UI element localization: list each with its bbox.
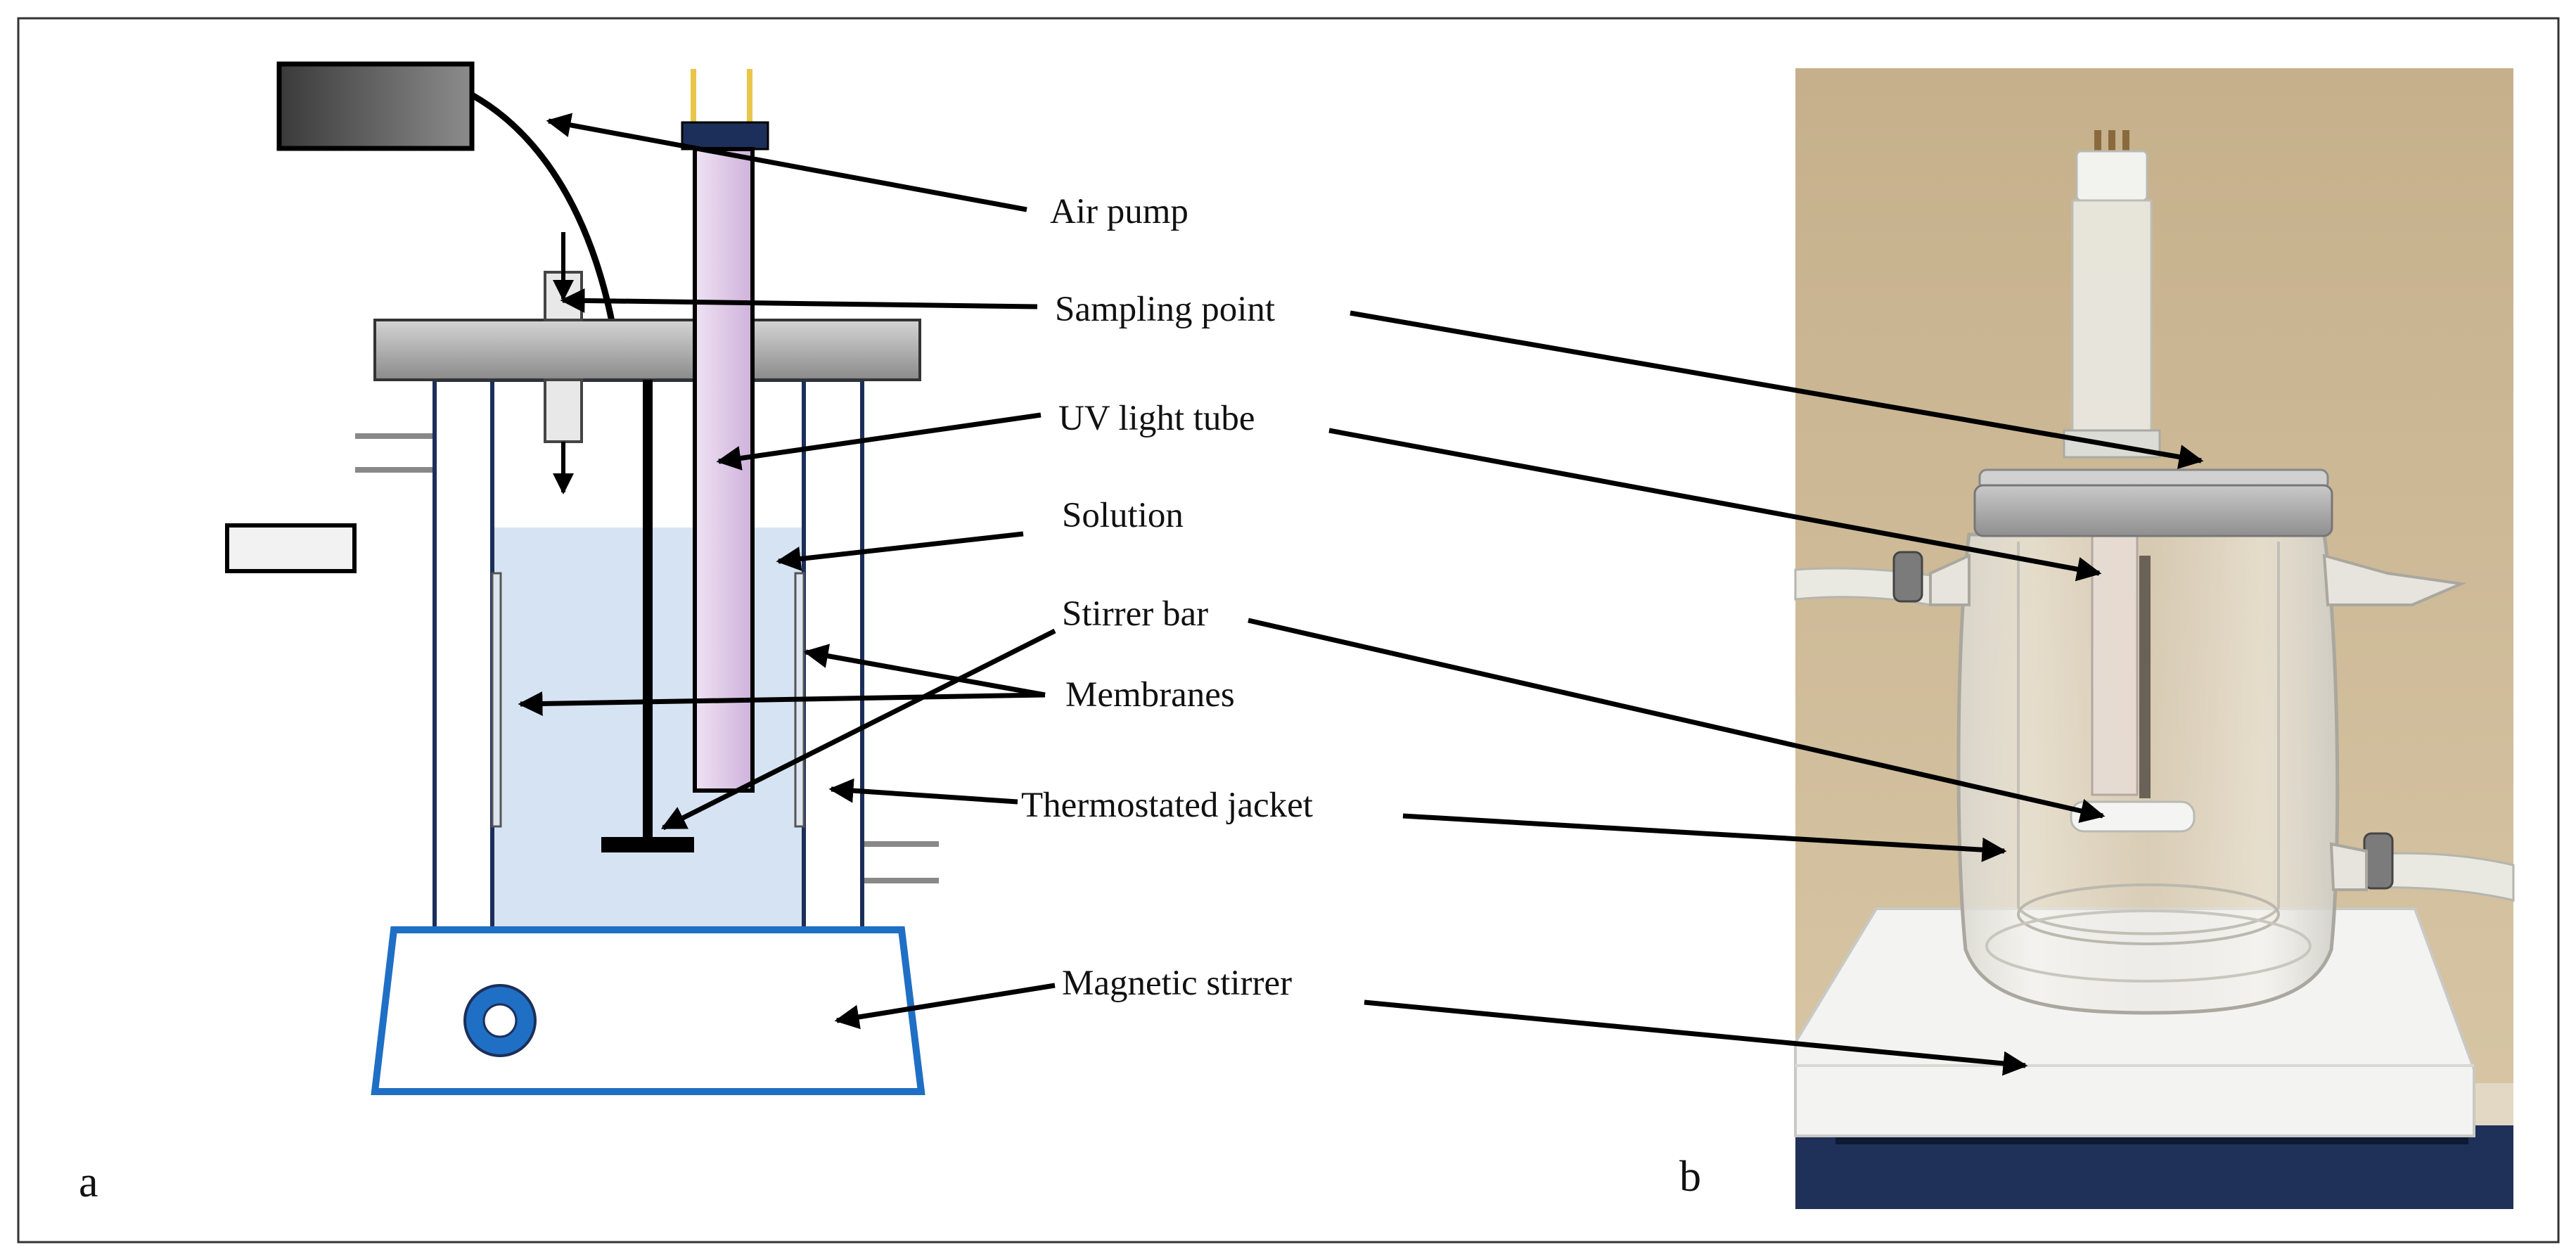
- membrane-left: [491, 572, 502, 828]
- uv-light-tube: [693, 147, 755, 793]
- photo-lamp-cap: [2075, 150, 2148, 202]
- panel-label-a: a: [79, 1158, 98, 1206]
- hose-right: [2362, 852, 2515, 902]
- photo-lamp-pin: [2108, 130, 2115, 155]
- arrow-photo-jacket: [1402, 813, 2007, 862]
- arrow-uv-tube: [716, 412, 1042, 471]
- arrow-solution: [776, 531, 1024, 571]
- photo-panel: [1248, 68, 2515, 1209]
- photo-lamp-sleeve: [2071, 199, 2153, 434]
- sampling-port-lower: [544, 378, 583, 443]
- arrow-jacket: [828, 778, 1018, 805]
- photo-stirrer-shaft: [2139, 556, 2151, 798]
- photo-stirrer-bar: [2070, 800, 2196, 833]
- stirrer-shaft: [643, 380, 653, 841]
- label-sampling-point: Sampling point: [1055, 290, 1276, 329]
- uv-lamp-cap: [681, 121, 769, 151]
- magnetic-stirrer: [371, 926, 925, 1095]
- stirrer-knob-center: [482, 1003, 518, 1038]
- hose-clamp: [2363, 832, 2394, 890]
- arrow-photo-stirrer-bar: [1248, 618, 2106, 824]
- panel-label-b: b: [1679, 1153, 1701, 1201]
- label-uv-light-tube: UV light tube: [1058, 399, 1255, 438]
- stirrer-bar: [601, 837, 694, 852]
- arrow-membrane-left: [518, 691, 1046, 716]
- hose-clamp: [1892, 551, 1923, 603]
- glass-nozzle-lower: [2329, 842, 2368, 891]
- arrow-stirrer-bar: [660, 628, 1056, 831]
- photo-lid: [1973, 484, 2333, 537]
- arrow-photo-magnetic-stirrer: [1364, 999, 2028, 1076]
- photo-lamp-pin: [2094, 130, 2101, 155]
- reactor-lid: [373, 319, 921, 381]
- arrow-photo-sampling-point: [1350, 310, 2204, 469]
- schematic-panel: [225, 61, 1056, 1095]
- air-pump-box: [276, 61, 475, 151]
- label-magnetic-stirrer: Magnetic stirrer: [1062, 964, 1293, 1003]
- label-thermostated-jacket: Thermostated jacket: [1021, 786, 1313, 825]
- photo-lamp-pin: [2122, 130, 2129, 155]
- glass-bottom: [2017, 883, 2280, 945]
- label-stirrer-bar: Stirrer bar: [1062, 594, 1209, 634]
- label-solution: Solution: [1062, 496, 1184, 535]
- glass-nozzle-right: [2322, 554, 2467, 606]
- arrow-membrane-right: [803, 644, 1046, 698]
- side-plate: [225, 523, 357, 573]
- arrow-photo-uv-tube: [1328, 428, 2102, 582]
- inner-glass-wall: [2017, 542, 2280, 935]
- arrow-sampling-point: [560, 288, 1038, 313]
- arrow-magnetic-stirrer: [834, 983, 1056, 1030]
- glass-bottom: [1985, 909, 2312, 983]
- glass-nozzle-left: [1929, 553, 1971, 606]
- label-membranes: Membranes: [1065, 675, 1235, 715]
- arrow-air-pump: [546, 113, 1027, 212]
- label-air-pump: Air pump: [1050, 192, 1188, 231]
